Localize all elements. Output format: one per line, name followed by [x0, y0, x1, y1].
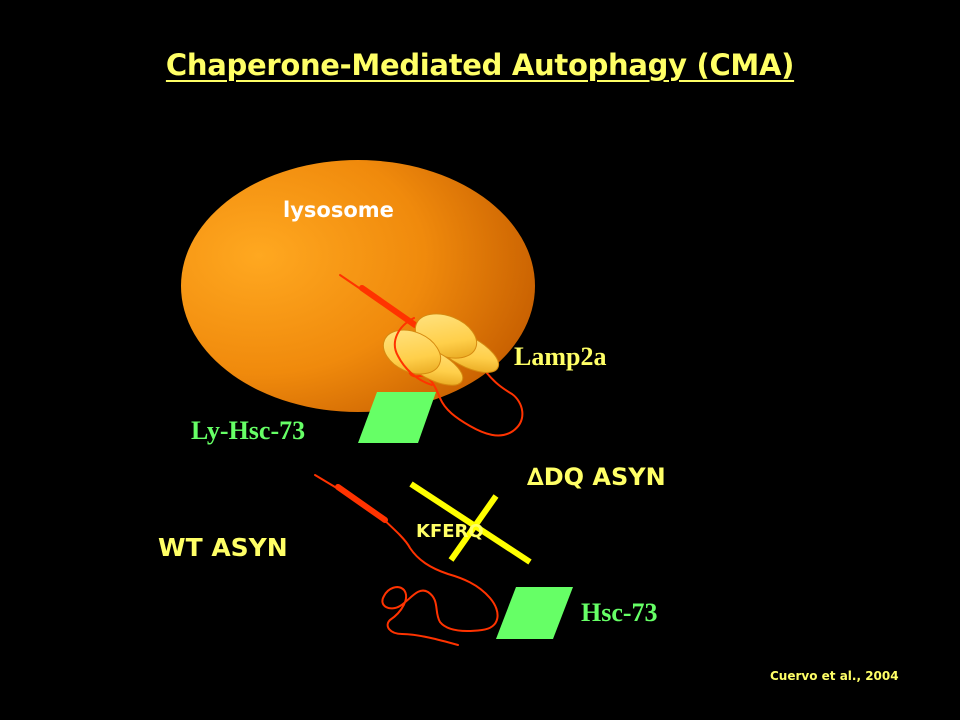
cross-mark [409, 481, 532, 565]
wt-asyn-label: WT ASYN [158, 533, 288, 562]
hsc73-chaperone [496, 587, 573, 639]
protein-thick-segment-lower [335, 484, 388, 523]
cross-stroke-2 [448, 494, 499, 562]
dq-asyn-label: ∆DQ ASYN [527, 463, 666, 491]
citation: Cuervo et al., 2004 [770, 669, 899, 683]
ly-hsc73-label: Ly-Hsc-73 [191, 416, 306, 445]
slide-title: Chaperone-Mediated Autophagy (CMA) [165, 48, 795, 82]
hsc73-label: Hsc-73 [581, 598, 658, 627]
ly-hsc73-chaperone [358, 392, 436, 443]
kferq-motif-label: KFERQ [416, 521, 484, 542]
protein-coil-lower [381, 517, 499, 646]
lamp2a-blob-front [382, 329, 442, 375]
cross-stroke-1 [409, 481, 532, 565]
protein-coil-front [393, 317, 433, 386]
lysosome-label: lysosome [283, 198, 394, 222]
substrate-protein-cytosol [314, 474, 499, 646]
lamp2a-receptor [382, 313, 500, 386]
protein-thick-segment-upper [359, 285, 418, 328]
lamp2a-label: Lamp2a [514, 342, 607, 371]
